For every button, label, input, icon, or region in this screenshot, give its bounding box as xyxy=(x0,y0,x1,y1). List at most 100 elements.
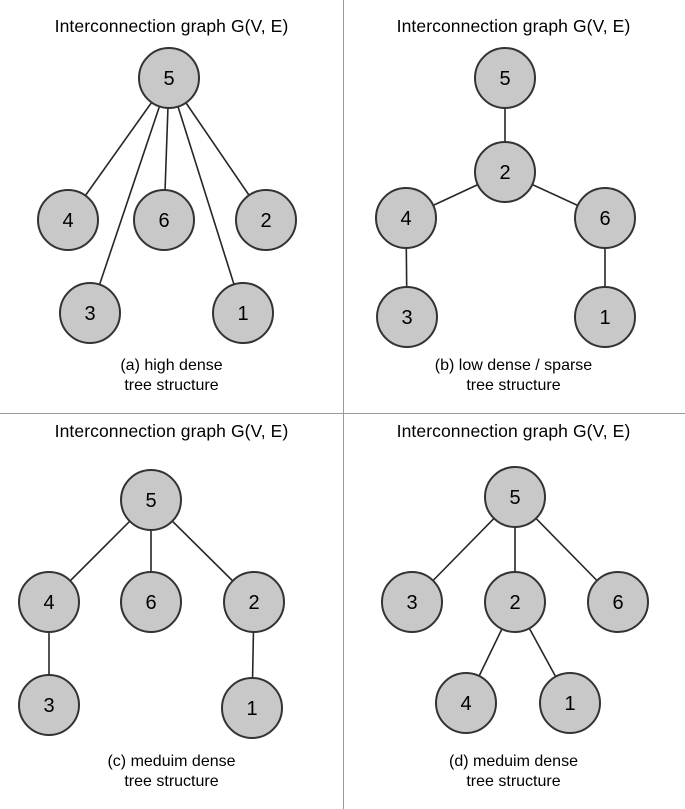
panel-d: Interconnection graph G(V, E) 5 3 2 6 4 1 (d)… xyxy=(342,405,685,809)
horizontal-divider xyxy=(0,413,685,414)
panel-c-caption: (c) meduim dense tree structure xyxy=(0,752,343,792)
node-label: 1 xyxy=(237,303,248,325)
node-circle xyxy=(574,187,636,249)
node-circle xyxy=(435,672,497,734)
graph-node-5[interactable]: 5 xyxy=(484,466,546,528)
panel-b: Interconnection graph G(V, E) 5 2 4 6 3 1 (b)… xyxy=(342,0,685,404)
node-label: 3 xyxy=(401,307,412,329)
panel-a-graph: 5 4 6 2 3 1 xyxy=(37,47,297,344)
panel-a: Interconnection graph G(V, E) 5 4 6 2 3 1 (a)… xyxy=(0,0,343,404)
node-circle xyxy=(381,571,443,633)
node-circle xyxy=(18,674,80,736)
node-label: 4 xyxy=(400,208,411,230)
node-circle xyxy=(18,571,80,633)
node-label: 1 xyxy=(246,698,257,720)
panel-b-caption-line2: tree structure xyxy=(466,377,561,394)
node-circle xyxy=(484,571,546,633)
node-circle xyxy=(376,286,438,348)
graph-edge-5-3 xyxy=(89,77,170,314)
graph-node-6[interactable]: 6 xyxy=(587,571,649,633)
panel-b-caption-line1: (b) low dense / sparse xyxy=(434,357,593,374)
graph-node-2[interactable]: 2 xyxy=(484,571,546,633)
panel-b-title: Interconnection graph G(V, E) xyxy=(396,16,631,36)
panel-a-title: Interconnection graph G(V, E) xyxy=(54,16,289,36)
graph-node-1[interactable]: 1 xyxy=(539,672,601,734)
node-circle xyxy=(138,47,200,109)
panel-c-title: Interconnection graph G(V, E) xyxy=(54,421,289,441)
node-label: 3 xyxy=(84,303,95,325)
vertical-divider xyxy=(343,0,344,809)
node-circle xyxy=(574,286,636,348)
panel-b-caption: (b) low dense / sparse tree structure xyxy=(342,356,685,396)
node-circle xyxy=(474,47,536,109)
graph-node-6[interactable]: 6 xyxy=(574,187,636,249)
panel-b-graph: 5 2 4 6 3 1 xyxy=(375,47,636,348)
graph-node-3[interactable]: 3 xyxy=(376,286,438,348)
node-label: 4 xyxy=(62,210,73,232)
node-label: 6 xyxy=(158,210,169,232)
node-circle xyxy=(484,466,546,528)
node-label: 2 xyxy=(509,592,520,614)
node-circle xyxy=(212,282,274,344)
graph-node-4[interactable]: 4 xyxy=(18,571,80,633)
node-label: 6 xyxy=(599,208,610,230)
graph-node-4[interactable]: 4 xyxy=(37,189,99,251)
panel-c-caption-line2: tree structure xyxy=(124,773,219,790)
node-circle xyxy=(59,282,121,344)
panel-a-caption-line2: tree structure xyxy=(124,377,219,394)
graph-node-4[interactable]: 4 xyxy=(435,672,497,734)
node-label: 6 xyxy=(612,592,623,614)
graph-node-2[interactable]: 2 xyxy=(474,141,536,203)
node-circle xyxy=(539,672,601,734)
panel-d-caption: (d) meduim dense tree structure xyxy=(342,752,685,792)
graph-node-3[interactable]: 3 xyxy=(18,674,80,736)
panel-d-graph: 5 3 2 6 4 1 xyxy=(381,466,649,734)
node-label: 2 xyxy=(260,210,271,232)
node-circle xyxy=(235,189,297,251)
node-circle xyxy=(120,469,182,531)
graph-node-5[interactable]: 5 xyxy=(474,47,536,109)
graph-node-2[interactable]: 2 xyxy=(235,189,297,251)
node-circle xyxy=(37,189,99,251)
node-label: 1 xyxy=(564,693,575,715)
node-circle xyxy=(223,571,285,633)
panel-d-caption-line1: (d) meduim dense xyxy=(449,753,578,770)
graph-node-6[interactable]: 6 xyxy=(133,189,195,251)
node-label: 3 xyxy=(43,695,54,717)
panel-c-graph: 5 4 6 2 3 1 xyxy=(18,469,285,739)
graph-node-2[interactable]: 2 xyxy=(223,571,285,633)
panel-c: Interconnection graph G(V, E) 5 4 6 2 3 1 (c)… xyxy=(0,405,343,809)
panel-a-caption-line1: (a) high dense xyxy=(120,357,223,374)
node-label: 2 xyxy=(248,592,259,614)
panel-a-caption: (a) high dense tree structure xyxy=(0,356,343,396)
node-circle xyxy=(120,571,182,633)
node-label: 2 xyxy=(499,162,510,184)
node-label: 4 xyxy=(460,693,471,715)
node-label: 3 xyxy=(406,592,417,614)
node-circle xyxy=(474,141,536,203)
node-circle xyxy=(221,677,283,739)
node-label: 4 xyxy=(43,592,54,614)
graph-node-5[interactable]: 5 xyxy=(120,469,182,531)
graph-node-4[interactable]: 4 xyxy=(375,187,437,249)
graph-node-3[interactable]: 3 xyxy=(59,282,121,344)
graph-node-5[interactable]: 5 xyxy=(138,47,200,109)
node-label: 5 xyxy=(499,68,510,90)
node-label: 5 xyxy=(163,68,174,90)
node-label: 5 xyxy=(145,490,156,512)
node-label: 6 xyxy=(145,592,156,614)
graph-node-3[interactable]: 3 xyxy=(381,571,443,633)
graph-node-6[interactable]: 6 xyxy=(120,571,182,633)
graph-node-1[interactable]: 1 xyxy=(574,286,636,348)
graph-node-1[interactable]: 1 xyxy=(212,282,274,344)
node-circle xyxy=(587,571,649,633)
graph-edge-5-1 xyxy=(168,77,244,314)
node-label: 1 xyxy=(599,307,610,329)
panel-d-title: Interconnection graph G(V, E) xyxy=(396,421,631,441)
graph-node-1[interactable]: 1 xyxy=(221,677,283,739)
panel-d-caption-line2: tree structure xyxy=(466,773,561,790)
panel-c-caption-line1: (c) meduim dense xyxy=(107,753,236,770)
node-circle xyxy=(375,187,437,249)
node-label: 5 xyxy=(509,487,520,509)
